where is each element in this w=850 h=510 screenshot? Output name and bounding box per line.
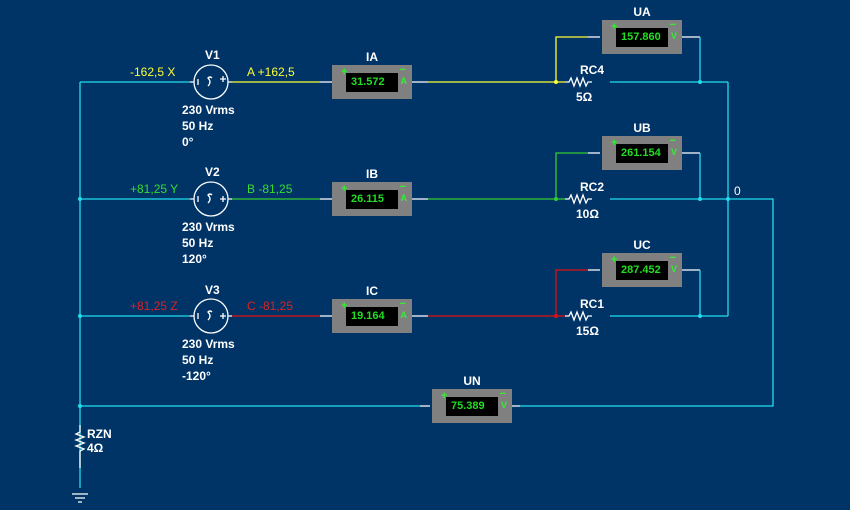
- neutral-return-wire: [80, 198, 774, 407]
- source-v2-name: V2: [205, 165, 220, 179]
- source-v3-voltage: 230 Vrms: [182, 337, 235, 351]
- plus-terminal-icon: +: [441, 390, 448, 402]
- voltmeter-uc[interactable]: + − 287.452 V: [602, 252, 682, 287]
- minus-terminal-icon: −: [669, 135, 676, 147]
- minus-terminal-icon: −: [499, 388, 506, 400]
- phase-a-wire: [232, 36, 588, 83]
- source-v2-phase: 120°: [182, 252, 207, 266]
- ac-source-v3-icon: [190, 298, 232, 334]
- voltmeter-ua-label: UA: [633, 5, 651, 19]
- resistor-rzn-name: RZN: [87, 427, 112, 441]
- minus-terminal-icon: −: [399, 181, 406, 193]
- ammeter-ic-value: 19.164: [346, 307, 398, 326]
- resistor-rc2-name: RC2: [580, 180, 605, 194]
- ammeter-ia-label: IA: [366, 50, 378, 64]
- voltmeter-un-unit: V: [500, 400, 507, 410]
- voltmeter-ub-unit: V: [670, 147, 677, 157]
- ammeter-ic[interactable]: + − 19.164 A: [332, 298, 412, 333]
- minus-terminal-icon: −: [669, 19, 676, 31]
- source-v3-left-label: +81,25 Z: [130, 299, 178, 313]
- resistor-rzn-value: 4Ω: [87, 441, 104, 455]
- source-v3-right-label: C -81,25: [247, 299, 294, 313]
- resistor-rc2: [565, 193, 592, 205]
- resistor-rc4-value: 5Ω: [576, 90, 593, 104]
- resistor-rc1: [565, 310, 592, 322]
- source-v1-params: 230 Vrms 50 Hz 0°: [182, 102, 235, 150]
- voltmeter-uc-unit: V: [670, 264, 677, 274]
- source-v3-phase: -120°: [182, 369, 211, 383]
- voltmeter-ub-value: 261.154: [616, 144, 668, 163]
- voltmeter-ub[interactable]: + − 261.154 V: [602, 135, 682, 170]
- resistor-rc1-name: RC1: [580, 297, 605, 311]
- voltmeter-uc-value: 287.452: [616, 261, 668, 280]
- resistor-rc4-name: RC4: [580, 63, 605, 77]
- resistor-rc1-value: 15Ω: [576, 324, 599, 338]
- plus-terminal-icon: +: [611, 254, 618, 266]
- resistor-rc2-value: 10Ω: [576, 207, 599, 221]
- voltmeter-un[interactable]: + − 75.389 V: [432, 388, 512, 423]
- source-v2-right-label: B -81,25: [247, 182, 293, 196]
- source-v1-voltage: 230 Vrms: [182, 103, 235, 117]
- ammeter-ia-unit: A: [400, 76, 408, 86]
- resistor-rc4: [565, 76, 592, 88]
- source-v3-freq: 50 Hz: [182, 353, 214, 367]
- ac-source-v2-icon: [190, 181, 232, 217]
- voltmeter-ua[interactable]: + − 157.860 V: [602, 19, 682, 54]
- source-v2-left-label: +81,25 Y: [130, 182, 179, 196]
- source-v3-name: V3: [205, 283, 220, 297]
- ammeter-ia[interactable]: + − 31.572 A: [332, 64, 412, 99]
- node-zero-label: 0: [734, 184, 741, 198]
- source-v3-params: 230 Vrms 50 Hz -120°: [182, 336, 235, 384]
- ammeter-ia-value: 31.572: [346, 73, 398, 92]
- resistor-rzn: [74, 425, 86, 468]
- minus-terminal-icon: −: [399, 64, 406, 76]
- ammeter-ic-label: IC: [366, 284, 378, 298]
- plus-terminal-icon: +: [611, 21, 618, 33]
- plus-terminal-icon: +: [611, 137, 618, 149]
- voltmeter-uc-label: UC: [633, 238, 651, 252]
- voltmeter-ub-label: UB: [633, 121, 651, 135]
- ammeter-ib-label: IB: [366, 167, 378, 181]
- source-v2-params: 230 Vrms 50 Hz 120°: [182, 219, 235, 267]
- voltmeter-ua-unit: V: [670, 31, 677, 41]
- voltmeter-un-label: UN: [463, 374, 481, 388]
- source-v1-name: V1: [205, 48, 220, 62]
- ground-icon: [72, 493, 88, 503]
- ammeter-ic-unit: A: [400, 310, 408, 320]
- ammeter-ib-unit: A: [400, 193, 408, 203]
- plus-terminal-icon: +: [341, 66, 348, 78]
- source-v1-right-label: A +162,5: [247, 65, 295, 79]
- minus-terminal-icon: −: [669, 252, 676, 264]
- source-v1-freq: 50 Hz: [182, 119, 214, 133]
- junction-dots: [78, 80, 730, 408]
- ammeter-ib-value: 26.115: [346, 190, 398, 209]
- minus-terminal-icon: −: [399, 298, 406, 310]
- source-v1-phase: 0°: [182, 135, 194, 149]
- plus-terminal-icon: +: [341, 300, 348, 312]
- voltmeter-un-value: 75.389: [446, 397, 498, 416]
- source-v1-left-label: -162,5 X: [130, 65, 176, 79]
- neutral-bus-wire: [79, 81, 190, 488]
- source-v2-freq: 50 Hz: [182, 236, 214, 250]
- ac-source-v1-icon: [190, 64, 232, 100]
- voltmeter-ua-value: 157.860: [616, 28, 668, 47]
- source-v2-voltage: 230 Vrms: [182, 220, 235, 234]
- plus-terminal-icon: +: [341, 183, 348, 195]
- phase-c-wire: [232, 269, 588, 317]
- ammeter-ib[interactable]: + − 26.115 A: [332, 181, 412, 216]
- phase-b-wire: [232, 152, 588, 200]
